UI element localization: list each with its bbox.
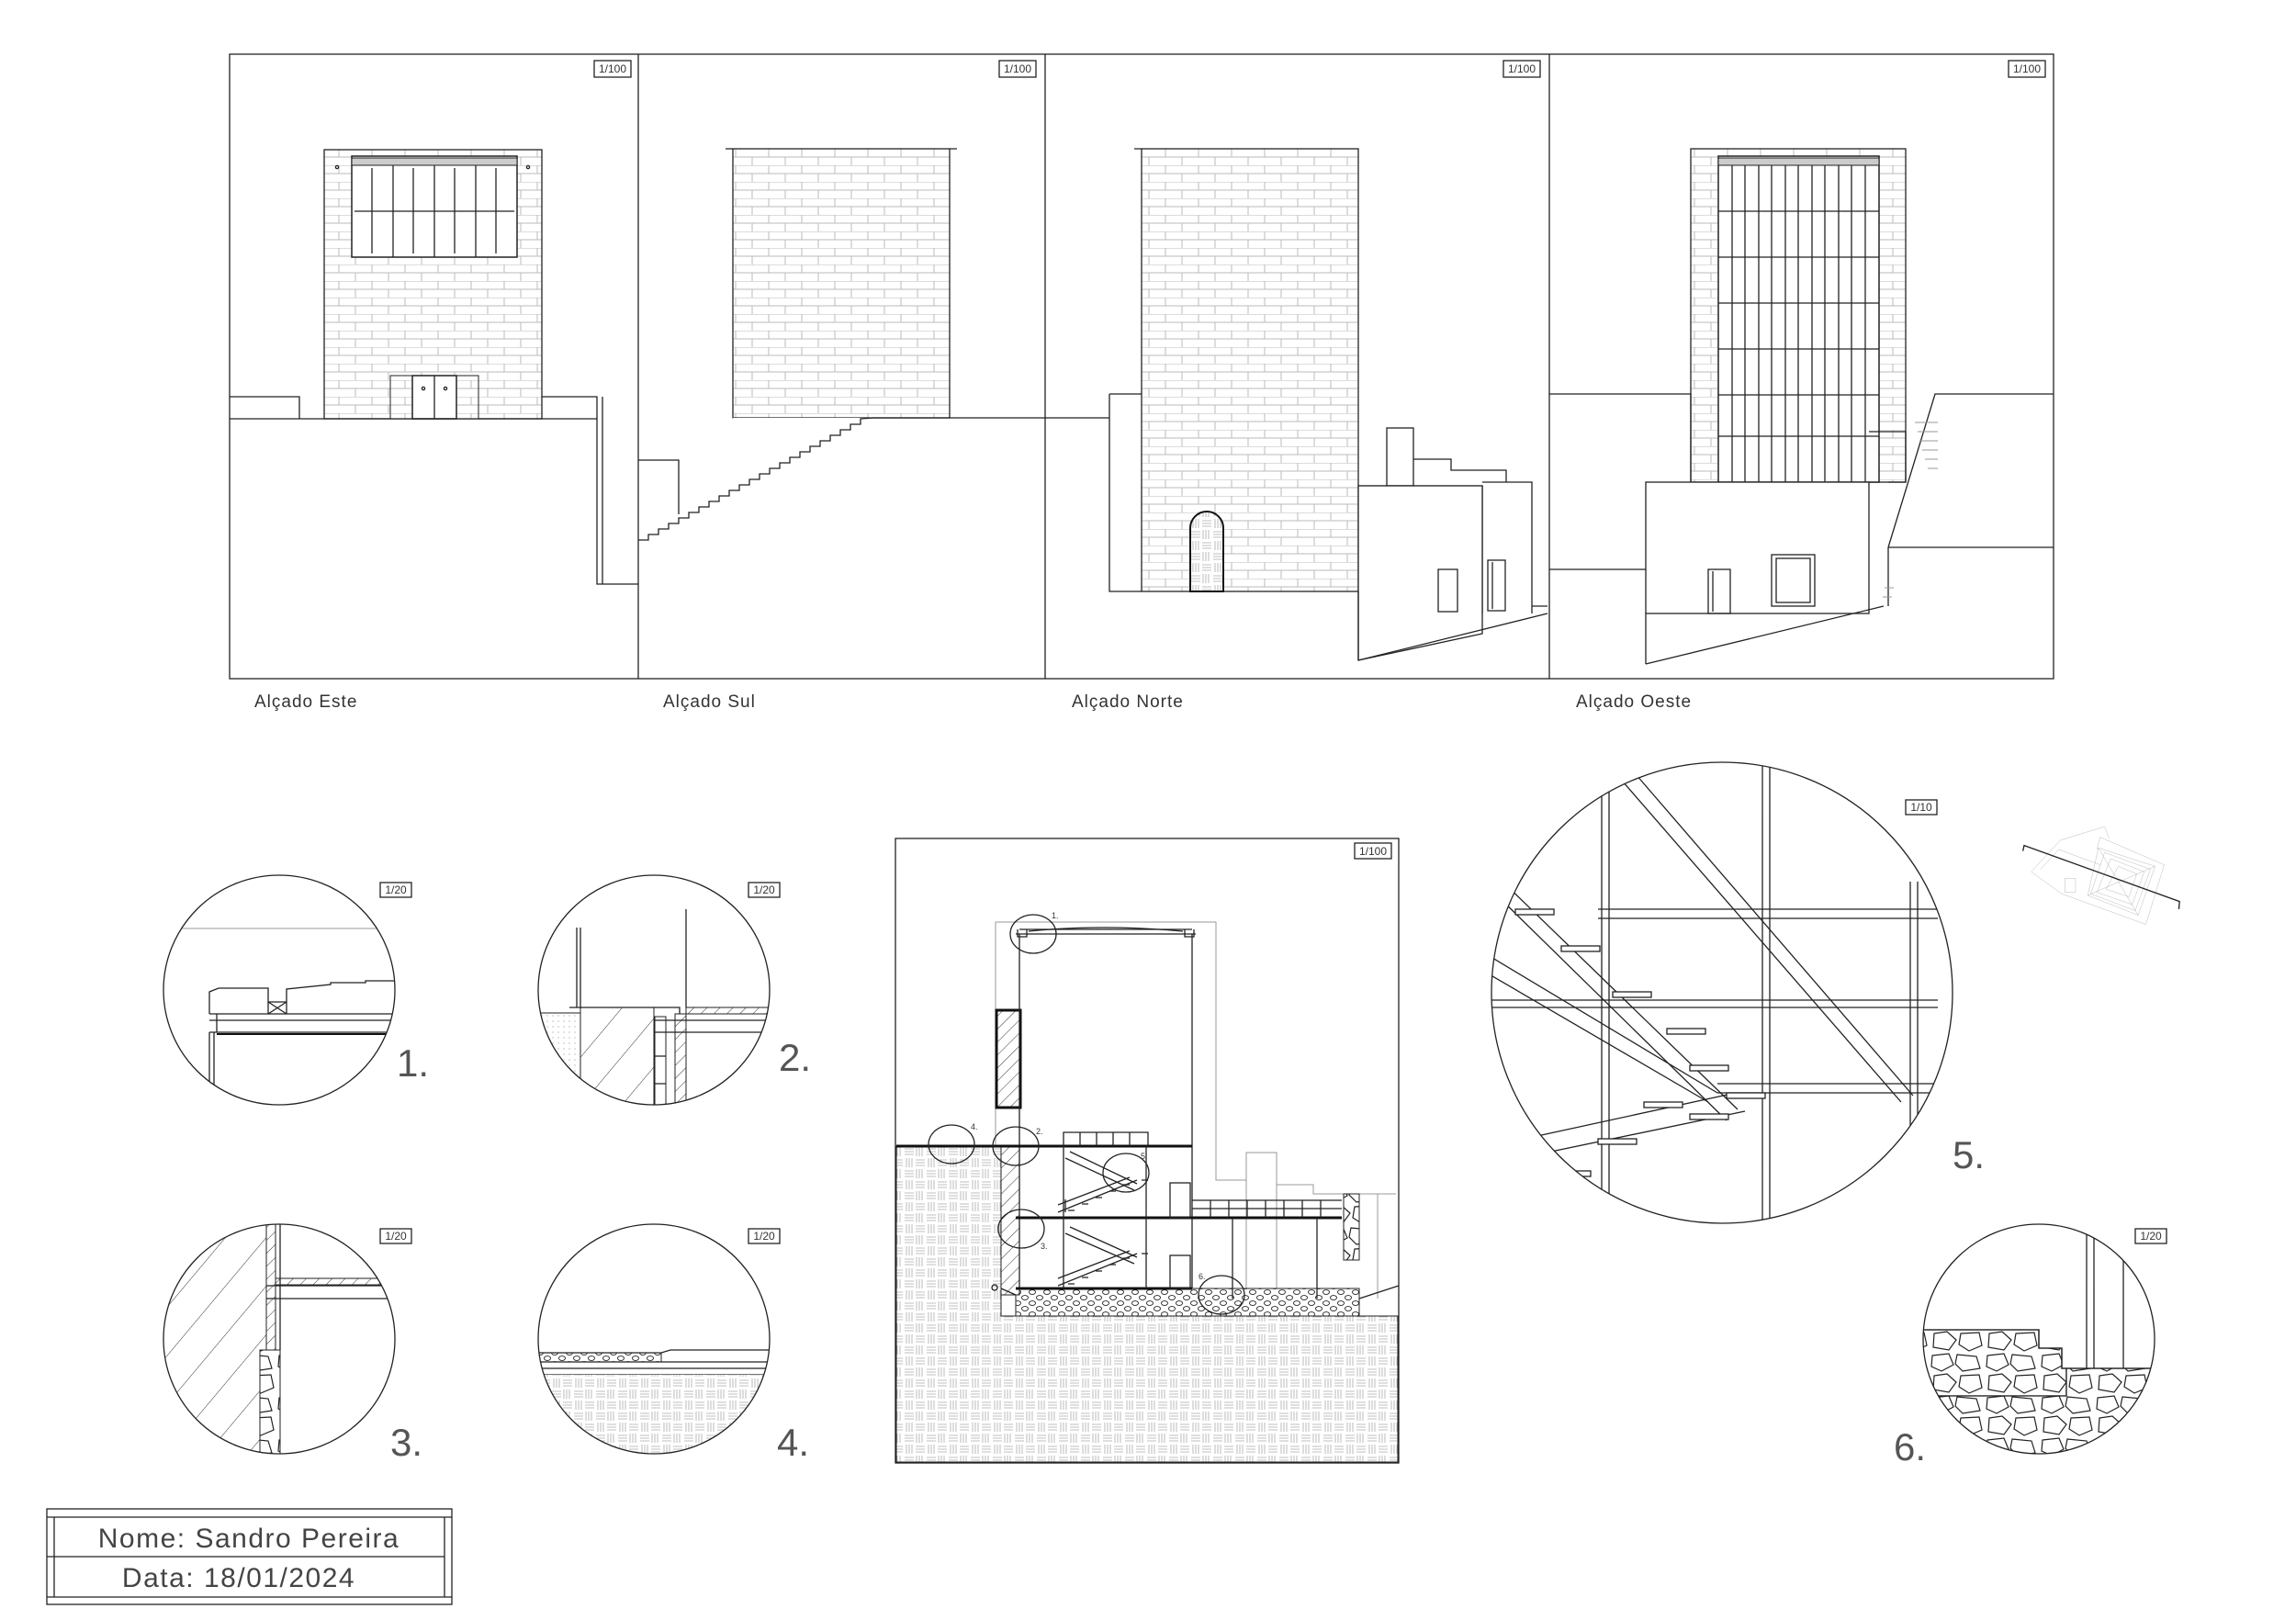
scale-label: 1/100	[2013, 62, 2041, 75]
scale-tag-section: 1/100	[1354, 842, 1392, 860]
section-callout-3: 3.	[1041, 1242, 1048, 1251]
detail-number-5: 5.	[1953, 1133, 1985, 1176]
scale-tag-west: 1/100	[2008, 60, 2046, 78]
detail-5	[1491, 761, 1953, 1224]
detail-6	[1922, 1223, 2155, 1455]
elevation-label-south: Alçado Sul	[663, 692, 756, 712]
detail-1	[163, 874, 396, 1106]
scale-label: 1/100	[599, 62, 626, 75]
detail-3	[163, 1223, 396, 1455]
scale-tag-detail-4: 1/20	[748, 1228, 781, 1244]
scale-label: 1/10	[1910, 801, 1932, 814]
scale-label: 1/20	[385, 883, 407, 896]
scale-tag-detail-6: 1/20	[2134, 1228, 2167, 1244]
section-drawing	[895, 838, 1400, 1464]
scale-label: 1/20	[753, 883, 775, 896]
scale-label: 1/100	[1508, 62, 1536, 75]
section-callout-5: 5.	[1141, 1152, 1148, 1161]
elevation-east	[230, 149, 638, 585]
section-callout-4: 4.	[971, 1122, 978, 1131]
title-block: Nome: Sandro Pereira Data: 18/01/2024	[46, 1508, 453, 1605]
scale-label: 1/100	[1359, 845, 1387, 858]
detail-number-4: 4.	[777, 1421, 809, 1464]
drawing-date: Data: 18/01/2024	[122, 1563, 355, 1593]
elevation-south	[638, 148, 1045, 541]
scale-tag-detail-5: 1/10	[1905, 799, 1938, 816]
detail-number-3: 3.	[390, 1421, 422, 1464]
detail-2	[537, 874, 771, 1106]
scale-tag-detail-2: 1/20	[748, 882, 781, 898]
scale-tag-detail-1: 1/20	[379, 882, 412, 898]
elevation-label-west: Alçado Oeste	[1576, 692, 1692, 712]
scale-label: 1/20	[753, 1230, 775, 1243]
elevation-north	[1045, 148, 1548, 661]
scale-tag-north: 1/100	[1503, 60, 1541, 78]
scale-label: 1/100	[1004, 62, 1031, 75]
elevation-label-north: Alçado Norte	[1072, 692, 1184, 712]
scale-label: 1/20	[2140, 1230, 2162, 1243]
detail-number-6: 6.	[1894, 1425, 1926, 1468]
elevations-frame	[229, 53, 2054, 680]
scale-tag-detail-3: 1/20	[379, 1228, 412, 1244]
detail-number-2: 2.	[779, 1036, 811, 1079]
detail-4	[537, 1223, 771, 1455]
scale-tag-south: 1/100	[998, 60, 1037, 78]
scale-tag-east: 1/100	[593, 60, 632, 78]
section-callout-6: 6.	[1199, 1272, 1206, 1281]
section-callout-2: 2.	[1036, 1127, 1043, 1136]
author-name: Nome: Sandro Pereira	[98, 1524, 400, 1554]
detail-number-1: 1.	[397, 1041, 429, 1085]
key-plan	[2021, 826, 2180, 925]
scale-label: 1/20	[385, 1230, 407, 1243]
section-callout-1: 1.	[1052, 911, 1059, 920]
elevation-label-east: Alçado Este	[254, 692, 357, 712]
elevation-west	[1549, 148, 2054, 665]
